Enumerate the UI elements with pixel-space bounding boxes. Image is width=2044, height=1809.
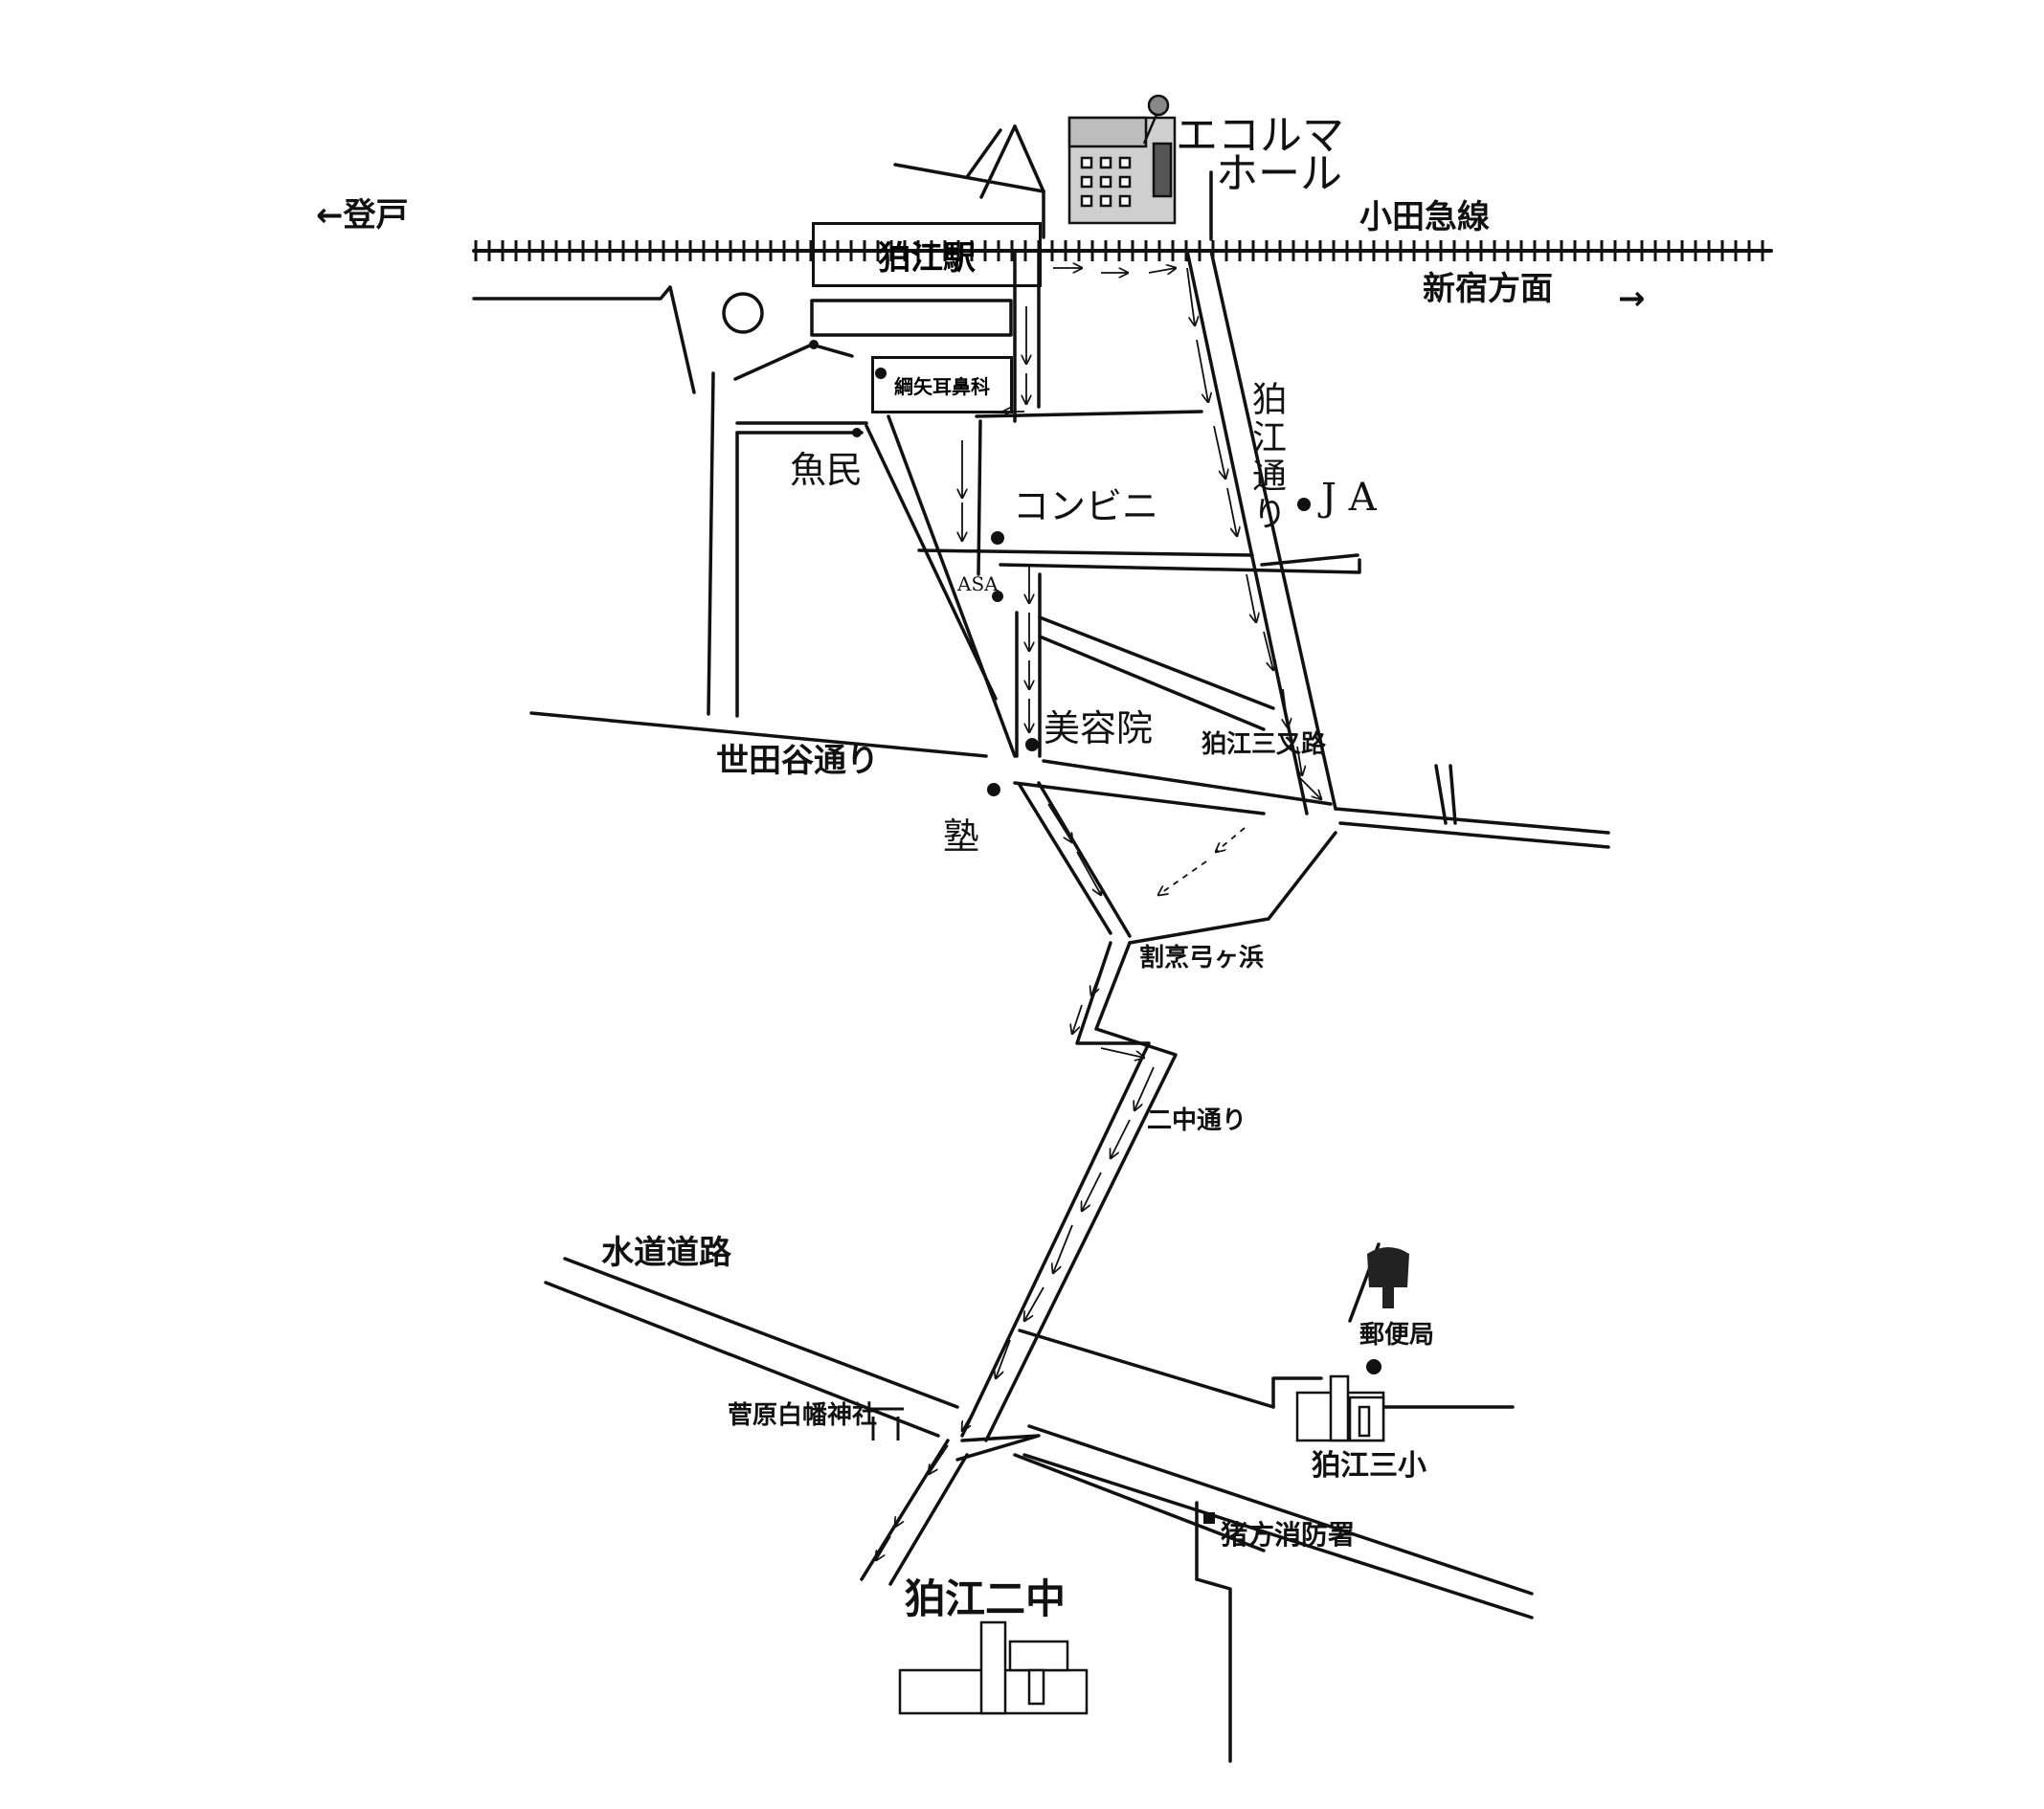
- street-central-west: [977, 419, 982, 576]
- school-icon: [898, 1620, 1089, 1715]
- suido-road-label: 水道道路: [601, 1234, 731, 1272]
- station-label: 狛江駅: [878, 238, 976, 278]
- road-small-tri: [955, 1434, 1041, 1462]
- ja-label: J A: [1321, 476, 1377, 520]
- juku-dot: [987, 783, 1000, 796]
- nichu-dori-label: 二中通り: [1147, 1106, 1247, 1135]
- setagaya-dori-south-2: [1338, 821, 1610, 849]
- station-circle-icon: [722, 292, 764, 334]
- road-southeast: [1013, 1453, 1266, 1552]
- road-north-1: [893, 163, 1045, 193]
- road-post-1: [1018, 1329, 1275, 1409]
- komae-nichu-label: 狛江二中: [905, 1575, 1067, 1622]
- ecolma-hall-label-2: ホール: [1216, 149, 1342, 198]
- convenience-label: コンビニ: [1013, 485, 1159, 527]
- komae-sansho-label: 狛江三小: [1312, 1449, 1426, 1483]
- station-plaza: [810, 299, 1013, 337]
- street-cross-4: [1260, 553, 1359, 567]
- setagaya-dori-north: [529, 711, 988, 758]
- post-office-dot: [1366, 1359, 1381, 1374]
- road-kappo-west-2: [1037, 781, 1132, 938]
- road-kappo-east: [1128, 831, 1337, 945]
- fire-station-marker: [1203, 1512, 1215, 1524]
- odakyu-line-label: 小田急線: [1359, 198, 1490, 236]
- building-icon: [1067, 94, 1177, 225]
- beauty-salon-label: 美容院: [1044, 707, 1154, 749]
- street-diag-2: [1038, 635, 1266, 731]
- setagaya-ext-1: [1434, 764, 1448, 825]
- fire-station-label: 猪方消防署: [1221, 1519, 1356, 1551]
- convenience-dot: [991, 531, 1004, 545]
- suido-road-north-2: [1027, 1424, 1534, 1596]
- nichu-dori-east: [984, 941, 1178, 1442]
- komae-dori-east: [1209, 249, 1337, 811]
- road-kappo-west: [1018, 783, 1112, 935]
- setagaya-dori-east: [1334, 807, 1610, 835]
- beauty-salon-dot: [1025, 738, 1039, 751]
- road-west-a: [472, 285, 696, 394]
- shrine-dot: [809, 340, 819, 349]
- asa-dot: [992, 591, 1003, 602]
- street-cross-3: [999, 558, 1361, 574]
- uotami-label: 魚民: [790, 449, 864, 491]
- road-to-nichu-e: [888, 1453, 969, 1586]
- shrine-label: 菅原白幡神社: [728, 1401, 878, 1430]
- post-office-label: 郵便局: [1359, 1321, 1435, 1350]
- street-cross-1: [975, 410, 1203, 418]
- setagaya-dori-north-2: [1042, 759, 1333, 806]
- road-post-2: [1271, 1376, 1323, 1409]
- station-box[interactable]: 狛江駅: [812, 222, 1042, 287]
- street-uotami: [865, 424, 998, 701]
- road-fire-2: [1195, 1577, 1232, 1763]
- clinic-box[interactable]: 綱矢耳鼻科: [871, 356, 1013, 413]
- kappo-label: 割烹弓ヶ浜: [1139, 944, 1265, 972]
- juku-label: 塾: [943, 815, 980, 858]
- setagaya-dori-south: [1013, 781, 1266, 815]
- asa-label: ASA: [957, 572, 999, 595]
- tree-icon: [1367, 1247, 1409, 1308]
- school-icon: [1295, 1374, 1385, 1442]
- setagaya-dori-label: 世田谷通り: [716, 742, 879, 780]
- odakyu-railway: [472, 240, 1773, 261]
- suido-road-north: [563, 1257, 959, 1409]
- road-west-b: [707, 371, 715, 716]
- komae-dori-label: 狛江通り: [1247, 381, 1286, 534]
- ja-dot: [1297, 498, 1311, 511]
- clinic-dot: [875, 368, 887, 379]
- road-north-2: [965, 128, 1002, 179]
- uotami-dot: [852, 428, 862, 437]
- to-shinjuku-label: 新宿方面: [1423, 270, 1553, 308]
- to-shinjuku-arrow: →: [1618, 279, 1646, 318]
- torii-icon: [867, 1407, 904, 1440]
- suido-road-south-2: [1022, 1453, 1534, 1619]
- komae-junction-label: 狛江三叉路: [1202, 730, 1327, 759]
- to-noborito-label: ←登戸: [316, 196, 409, 234]
- street-cross-2: [917, 548, 1254, 557]
- street-uotami-2: [887, 414, 1017, 758]
- clinic-label: 綱矢耳鼻科: [894, 374, 990, 398]
- road-north-4: [1013, 124, 1045, 193]
- road-north-3: [979, 124, 1017, 199]
- setagaya-ext-2: [1449, 764, 1457, 825]
- street-diag: [1038, 615, 1275, 710]
- road-west-c: [733, 343, 854, 381]
- ecolma-hall-label-1: エコルマ: [1176, 111, 1344, 160]
